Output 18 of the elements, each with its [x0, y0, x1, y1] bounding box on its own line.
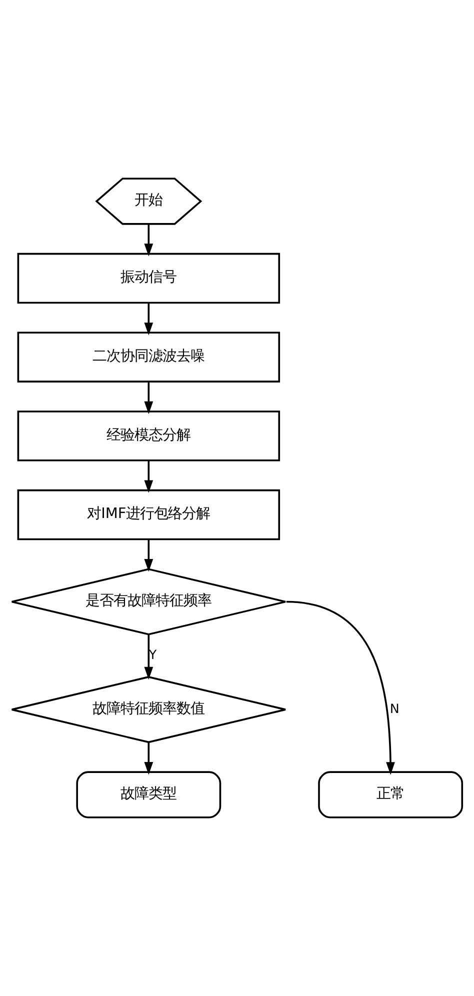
arrow [144, 382, 154, 414]
arrow [144, 303, 154, 336]
node-box: 故障类型 [76, 771, 222, 818]
node-diamond: 是否有故障特征频率 [10, 568, 286, 636]
node-box: 经验模态分解 [17, 410, 280, 462]
node-diamond: 故障特征频率数值 [10, 676, 286, 744]
arrow [144, 742, 154, 775]
arrow [144, 460, 154, 493]
arrow [144, 224, 154, 256]
node-box: 正常 [318, 771, 464, 818]
arrow [144, 634, 154, 680]
node-box: 振动信号 [17, 252, 280, 304]
node-box: 对IMF进行包络分解 [17, 489, 280, 540]
arrow [286, 600, 395, 775]
arrow [144, 539, 154, 572]
node-box: 二次协同滤波去噪 [17, 332, 280, 382]
edge-label: N [390, 700, 400, 716]
edge-label: Y [148, 647, 157, 662]
